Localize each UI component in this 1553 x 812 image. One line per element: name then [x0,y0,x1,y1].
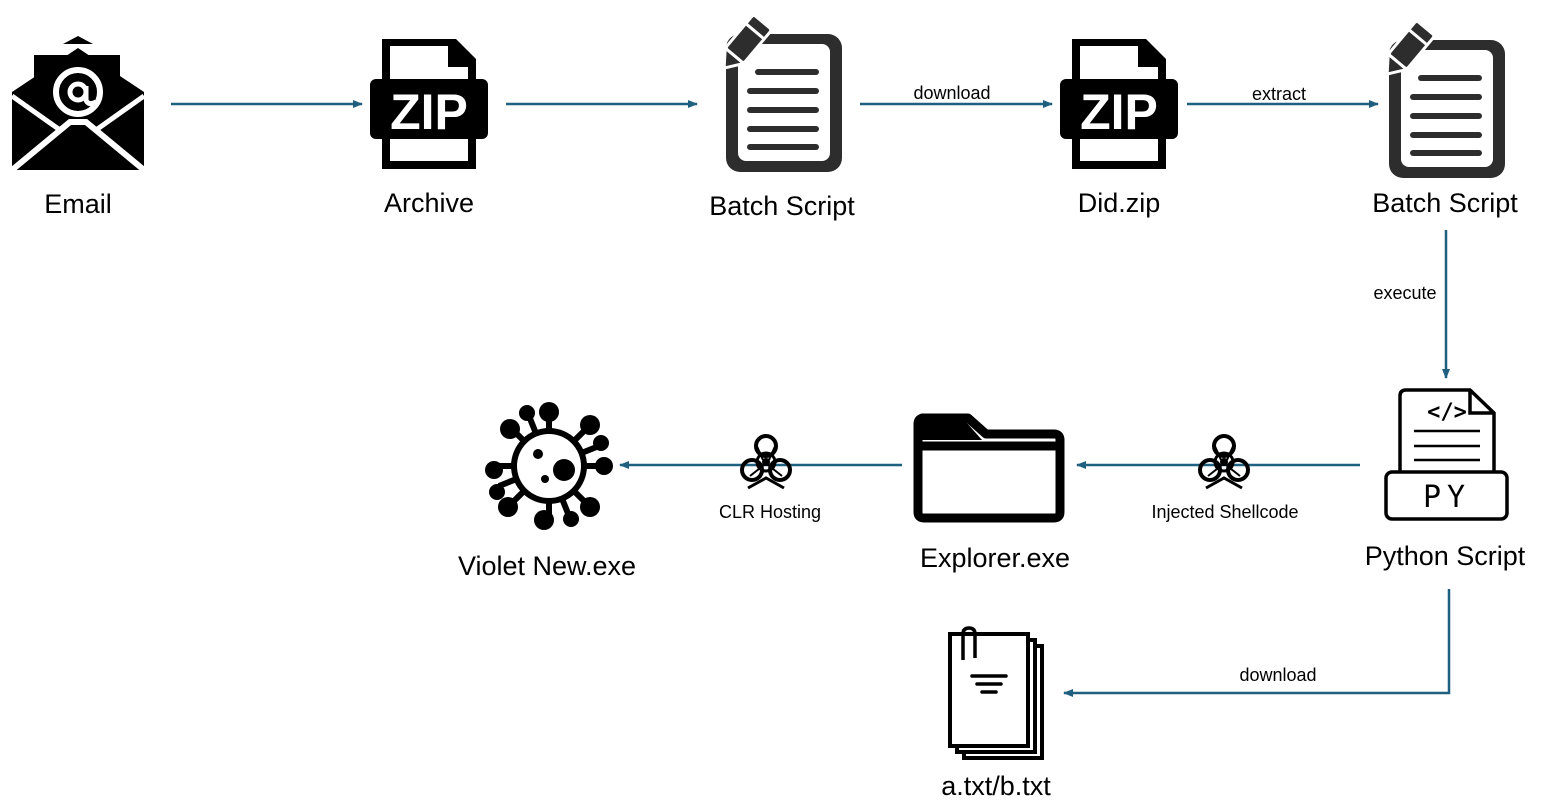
py-icon-text: PY [1423,480,1471,515]
code-glyph: </> [1427,400,1467,425]
node-txt-files: a.txt/b.txt [941,626,1051,801]
envelope-at-icon [10,36,146,173]
folder-icon [913,413,1065,523]
node-explorer: Explorer.exe [913,413,1070,573]
node-label-email: Email [44,189,112,219]
edge-label-execute: execute [1373,283,1436,303]
node-archive: ZIP Archive [370,39,488,218]
node-email: Email [10,36,146,219]
node-label-violet-new: Violet New.exe [458,551,636,581]
node-batch-script-2: Batch Script [1372,20,1518,218]
python-file-icon: </> PY [1384,388,1509,521]
zip-file-icon: ZIP [370,39,488,169]
biohazard-icon [1198,434,1250,490]
script-document-icon [715,14,842,172]
edge-python-txt [1063,589,1451,697]
zip-icon-text: ZIP [390,84,468,140]
node-label-archive: Archive [384,188,474,218]
node-label-txt-files: a.txt/b.txt [941,771,1051,801]
script-document-icon [1378,20,1505,178]
node-label-batch-script-2: Batch Script [1372,188,1518,218]
edge-label-clr-hosting: CLR Hosting [719,502,821,522]
node-python-script: </> PY Python Script [1365,388,1526,571]
virus-icon [485,402,613,530]
edge-label-download-2: download [1239,665,1316,685]
edge-label-extract: extract [1252,84,1306,104]
node-did-zip: ZIP Did.zip [1060,39,1178,218]
edge-label-injected-shellcode: Injected Shellcode [1151,502,1298,522]
node-label-batch-script-1: Batch Script [709,191,855,221]
node-label-python-script: Python Script [1365,541,1526,571]
zip-file-icon: ZIP [1060,39,1178,169]
node-label-did-zip: Did.zip [1078,188,1161,218]
node-label-explorer: Explorer.exe [920,543,1070,573]
node-batch-script-1: Batch Script [709,14,855,221]
zip-icon-text: ZIP [1080,84,1158,140]
biohazard-icon [740,434,792,490]
documents-stack-icon [948,626,1044,760]
node-violet-new: Violet New.exe [458,402,636,581]
edge-label-download-1: download [913,83,990,103]
